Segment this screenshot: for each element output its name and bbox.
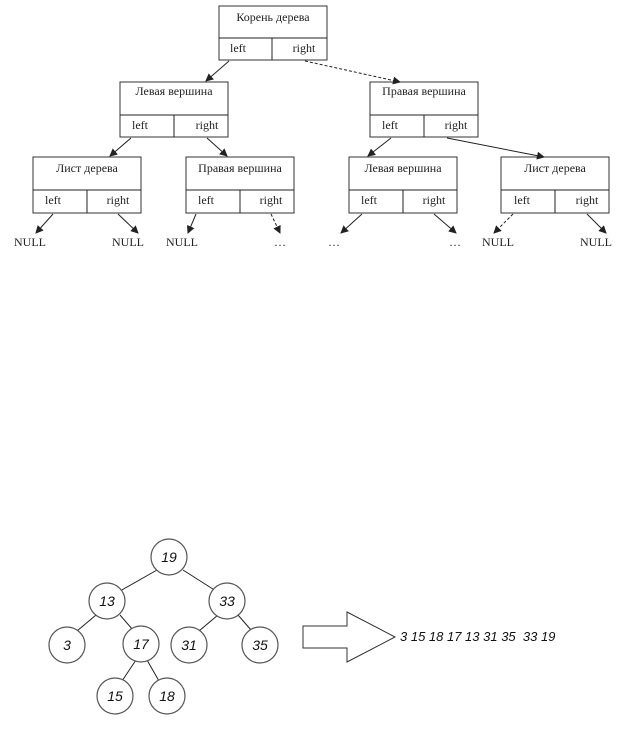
arrow-root-right: [304, 60, 401, 85]
arrow-leaf4-right: [586, 213, 607, 234]
arrow-l1left-right: [206, 137, 228, 157]
arrow-leaf3-left: [340, 213, 363, 234]
bst-node-17: 17: [122, 625, 160, 663]
arrow-leaf2-left: [187, 213, 197, 234]
root-right-label: right: [293, 41, 316, 55]
root-left-label: left: [230, 41, 247, 55]
leaf-label-4: …: [274, 235, 286, 249]
level1-left-node: Левая вершина left right: [119, 81, 229, 138]
level1-right-left-label: left: [382, 118, 399, 132]
level2-node-1: Лист дерева left right: [32, 156, 142, 214]
leaf-label-8: NULL: [580, 235, 612, 249]
bst-node-15: 15: [96, 677, 134, 715]
root-node-title: Корень дерева: [236, 10, 310, 24]
leaf-label-2: NULL: [112, 235, 144, 249]
bst-node-18-value: 18: [159, 688, 175, 704]
bst-node-35-value: 35: [252, 637, 268, 653]
bst-node-33: 33: [208, 582, 246, 620]
arrow-leaf1-right: [117, 213, 139, 234]
arrow-l1left-left: [109, 137, 132, 157]
bst-node-17-value: 17: [133, 636, 150, 652]
bst-node-13: 13: [88, 582, 126, 620]
arrow-leaf2-right: [270, 213, 281, 234]
level2-node-4-right-label: right: [576, 193, 599, 207]
traversal-result: 3 15 18 17 13 31 35 33 19: [400, 629, 555, 644]
level1-left-right-label: right: [196, 118, 219, 132]
arrow-l1right-left: [367, 137, 392, 157]
level2-node-4-title: Лист дерева: [524, 161, 586, 175]
leaf-label-6: …: [449, 235, 461, 249]
level1-right-title: Правая вершина: [382, 84, 466, 98]
bst-node-19: 19: [150, 538, 188, 576]
result-arrow-icon: [302, 611, 397, 663]
bst-node-31: 31: [170, 626, 208, 664]
arrow-leaf1-left: [35, 213, 54, 234]
level2-node-2-left-label: left: [198, 193, 215, 207]
level2-node-4: Лист дерева left right: [500, 156, 610, 214]
arrow-l1right-right: [446, 137, 545, 160]
leaf-label-5: …: [328, 235, 340, 249]
level2-node-2: Правая вершина left right: [185, 156, 295, 214]
leaf-label-1: NULL: [14, 235, 46, 249]
arrow-leaf4-left: [493, 213, 514, 234]
level2-node-1-title: Лист дерева: [56, 161, 118, 175]
bst-node-19-value: 19: [161, 549, 177, 565]
bst-node-18: 18: [148, 677, 186, 715]
leaf-label-3: NULL: [166, 235, 198, 249]
bst-node-15-value: 15: [107, 688, 123, 704]
bst-node-33-value: 33: [219, 593, 235, 609]
level2-node-3-right-label: right: [423, 193, 446, 207]
arrow-leaf3-right: [433, 213, 457, 234]
level2-node-1-left-label: left: [45, 193, 62, 207]
level1-right-right-label: right: [445, 118, 468, 132]
bottom-tree-edges: [76, 569, 252, 682]
level2-node-3-left-label: left: [361, 193, 378, 207]
bst-node-31-value: 31: [181, 637, 197, 653]
level2-node-2-title: Правая вершина: [198, 161, 282, 175]
level1-left-title: Левая вершина: [135, 84, 213, 98]
level2-node-3: Левая вершина left right: [348, 156, 458, 214]
level1-right-node: Правая вершина left right: [369, 81, 479, 138]
level2-node-1-right-label: right: [107, 193, 130, 207]
level2-node-2-right-label: right: [260, 193, 283, 207]
level2-node-3-title: Левая вершина: [364, 161, 442, 175]
root-node: Корень дерева left right: [218, 5, 328, 61]
bst-node-3: 3: [48, 626, 86, 664]
arrow-root-left: [205, 60, 230, 82]
level2-node-4-left-label: left: [514, 193, 531, 207]
bst-node-13-value: 13: [99, 593, 115, 609]
bst-node-3-value: 3: [63, 637, 71, 653]
leaf-label-7: NULL: [482, 235, 514, 249]
level1-left-left-label: left: [132, 118, 149, 132]
bst-node-35: 35: [241, 626, 279, 664]
